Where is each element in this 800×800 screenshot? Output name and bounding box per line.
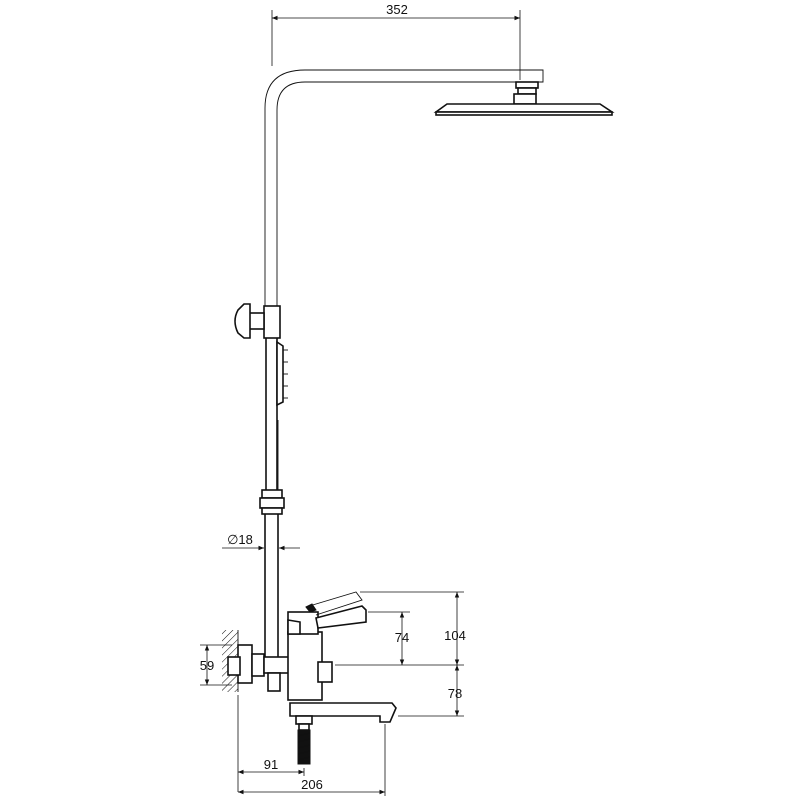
adjustment-knob	[234, 303, 281, 339]
wall-to-spout-label: 206	[301, 777, 323, 792]
pipe-coupling	[259, 489, 285, 515]
dimension-wall-to-spout: 206	[238, 724, 386, 796]
dimension-mixer-height: 104	[335, 591, 466, 666]
shower-head	[433, 81, 615, 116]
hand-shower	[276, 340, 288, 490]
dimension-lever-height: 74	[368, 611, 410, 665]
dimension-arm-reach: 352	[271, 2, 521, 80]
wall-flange-label: 59	[200, 658, 214, 673]
dimension-spout-drop: 78	[398, 665, 464, 717]
bath-spout	[289, 702, 397, 725]
wall-to-hose-label: 91	[264, 757, 278, 772]
mixer-body	[287, 591, 367, 701]
lever-height-label: 74	[395, 630, 409, 645]
dimension-wall-flange: 59	[200, 644, 232, 686]
spout-drop-label: 78	[448, 686, 462, 701]
arm-reach-label: 352	[386, 2, 408, 17]
riser-and-arm	[264, 69, 544, 661]
hose-connection	[297, 723, 311, 765]
dimension-pipe-diameter: ∅18	[222, 532, 300, 551]
pipe-diameter-label: ∅18	[227, 532, 253, 547]
dimension-wall-to-hose: 91	[237, 695, 305, 792]
mixer-height-label: 104	[444, 628, 466, 643]
